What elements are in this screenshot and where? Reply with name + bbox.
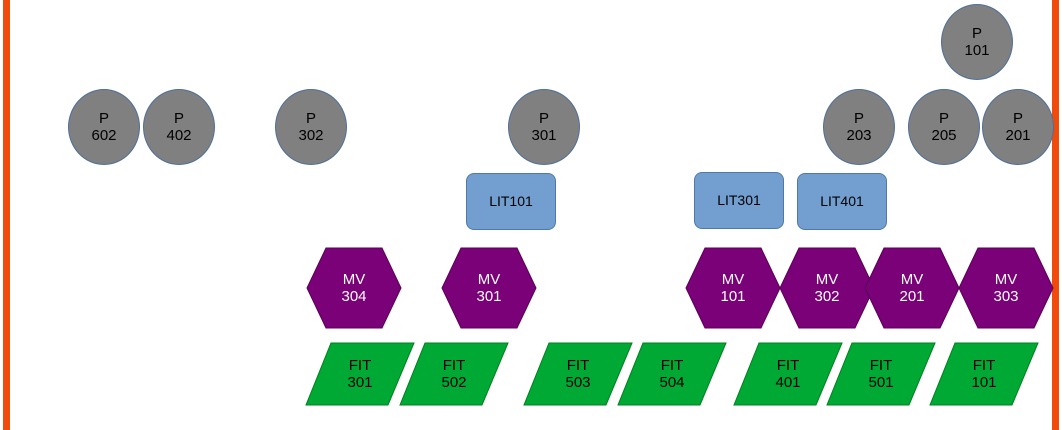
flow-meter-fit502: FIT 502 [399, 342, 509, 406]
valve-mv101: MV 101 [685, 247, 781, 329]
parallelogram-shape [826, 342, 936, 406]
flow-meter-label: FIT 502 [441, 357, 467, 391]
pump-p205: P 205 [908, 89, 980, 165]
diagram-frame [3, 0, 1059, 430]
valve-label: MV 304 [341, 271, 367, 305]
pump-label: P 301 [531, 110, 557, 144]
pump-p201: P 201 [982, 89, 1054, 165]
level-sensor-lit401: LIT401 [797, 173, 887, 230]
flow-meter-fit301: FIT 301 [305, 342, 415, 406]
level-sensor-label: LIT401 [820, 193, 864, 209]
flow-meter-label: FIT 101 [971, 357, 997, 391]
pump-label: P 402 [166, 110, 192, 144]
parallelogram-shape [305, 342, 415, 406]
hexagon-shape [958, 247, 1054, 329]
valve-label: MV 301 [476, 271, 502, 305]
pump-p203: P 203 [823, 89, 895, 165]
pump-label: P 302 [298, 110, 324, 144]
flow-meter-label: FIT 501 [868, 357, 894, 391]
valve-mv301: MV 301 [441, 247, 537, 329]
pump-label: P 203 [846, 110, 872, 144]
valve-label: MV 201 [899, 271, 925, 305]
flow-meter-label: FIT 401 [775, 357, 801, 391]
flow-meter-fit504: FIT 504 [617, 342, 727, 406]
valve-label: MV 302 [814, 271, 840, 305]
hexagon-shape [864, 247, 960, 329]
parallelogram-shape [399, 342, 509, 406]
hexagon-shape [779, 247, 875, 329]
level-sensor-label: LIT301 [717, 192, 761, 208]
valve-mv302: MV 302 [779, 247, 875, 329]
pump-label: P 602 [91, 110, 117, 144]
valve-label: MV 303 [993, 271, 1019, 305]
flow-meter-label: FIT 503 [565, 357, 591, 391]
parallelogram-shape [617, 342, 727, 406]
flow-meter-fit501: FIT 501 [826, 342, 936, 406]
parallelogram-shape [929, 342, 1039, 406]
valve-mv303: MV 303 [958, 247, 1054, 329]
pump-label: P 205 [931, 110, 957, 144]
flow-meter-label: FIT 301 [347, 357, 373, 391]
pump-p301: P 301 [508, 89, 580, 165]
flow-meter-fit401: FIT 401 [733, 342, 843, 406]
pump-label: P 101 [964, 25, 990, 59]
valve-mv201: MV 201 [864, 247, 960, 329]
flow-meter-label: FIT 504 [659, 357, 685, 391]
flow-meter-fit503: FIT 503 [523, 342, 633, 406]
pump-p302: P 302 [275, 89, 347, 165]
level-sensor-lit301: LIT301 [694, 172, 784, 229]
hexagon-shape [441, 247, 537, 329]
valve-label: MV 101 [720, 271, 746, 305]
hexagon-shape [685, 247, 781, 329]
flow-meter-fit101: FIT 101 [929, 342, 1039, 406]
parallelogram-shape [733, 342, 843, 406]
pump-label: P 201 [1005, 110, 1031, 144]
valve-mv304: MV 304 [306, 247, 402, 329]
pump-p402: P 402 [143, 89, 215, 165]
parallelogram-shape [523, 342, 633, 406]
pump-p602: P 602 [68, 89, 140, 165]
hexagon-shape [306, 247, 402, 329]
level-sensor-lit101: LIT101 [466, 173, 556, 230]
level-sensor-label: LIT101 [489, 193, 533, 209]
pump-p101: P 101 [941, 4, 1013, 80]
